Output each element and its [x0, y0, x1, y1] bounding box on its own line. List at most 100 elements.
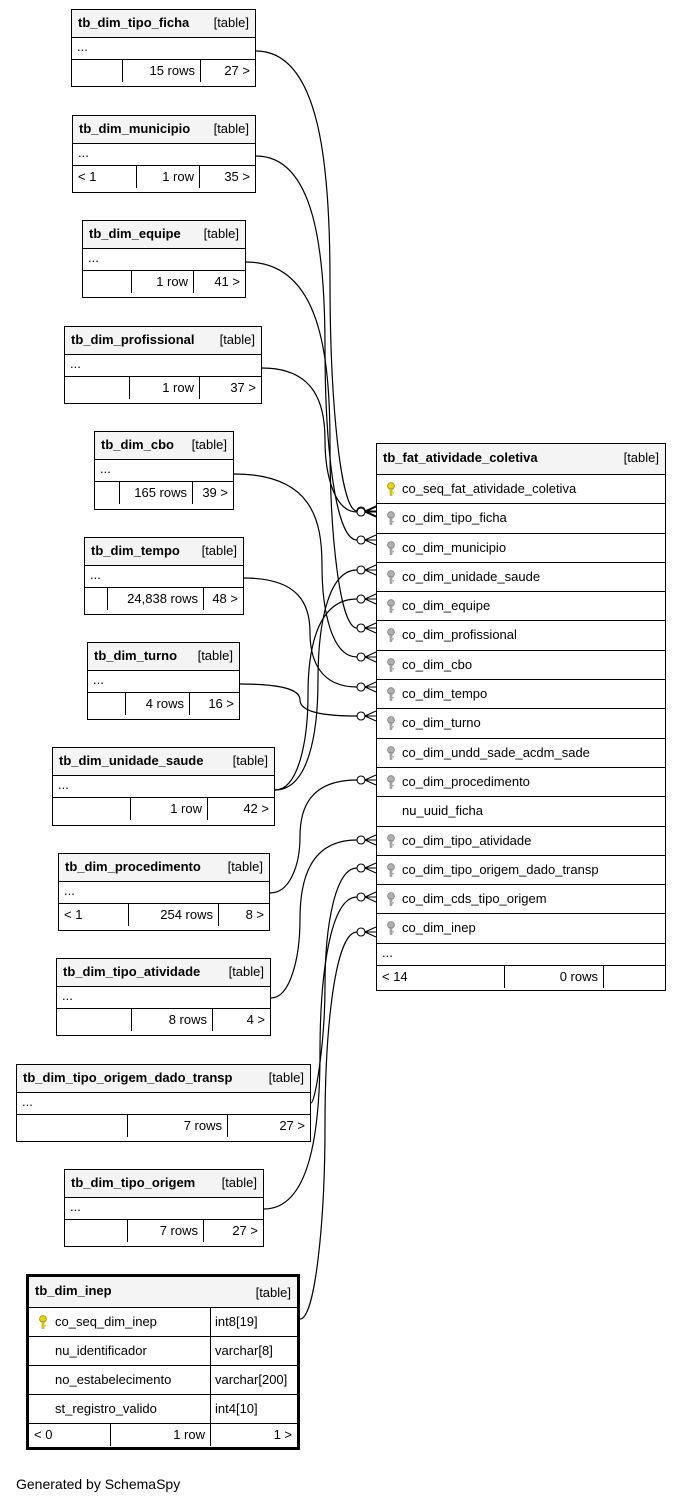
- column-row[interactable]: co_dim_turno: [377, 709, 665, 739]
- column-name: co_seq_fat_atividade_coletiva: [402, 481, 577, 496]
- table-tb-dim-tipo-origem[interactable]: tb_dim_tipo_origem[table] ... 7 rows 27 …: [64, 1169, 264, 1247]
- table-tag: [table]: [219, 332, 255, 347]
- table-tb-dim-municipio[interactable]: tb_dim_municipio[table] ... < 1 1 row 35…: [72, 115, 256, 193]
- crows-foot-marker: [364, 622, 377, 634]
- ellipsis-row: ...: [65, 1198, 263, 1220]
- generated-by-text: Generated by SchemaSpy: [16, 1476, 181, 1492]
- table-name: tb_dim_tipo_atividade: [63, 964, 201, 979]
- footer-children: 27 >: [232, 1223, 258, 1238]
- table-tag: [table]: [623, 450, 659, 465]
- column-row[interactable]: co_dim_cds_tipo_origem: [377, 885, 665, 915]
- footer-children: 27 >: [224, 63, 250, 78]
- ellipsis-row: ...: [65, 355, 261, 377]
- table-tb-dim-procedimento[interactable]: tb_dim_procedimento[table] ... < 1 254 r…: [58, 853, 270, 931]
- table-tb-dim-cbo[interactable]: tb_dim_cbo[table] ... 165 rows 39 >: [94, 431, 234, 510]
- table-tag: [table]: [228, 964, 264, 979]
- column-name: co_dim_tempo: [402, 686, 488, 702]
- primary-key-icon: [386, 482, 396, 500]
- table-tb-dim-inep[interactable]: tb_dim_inep[table] co_seq_dim_inep int8[…: [26, 1274, 300, 1450]
- footer-rows: 1 row: [111, 1424, 211, 1446]
- table-name: tb_dim_profissional: [71, 332, 195, 347]
- table-tb-fat-atividade-coletiva[interactable]: tb_fat_atividade_coletiva[table] co_seq_…: [376, 443, 666, 991]
- column-row[interactable]: co_seq_dim_inep int8[19]: [29, 1308, 297, 1337]
- column-row[interactable]: no_estabelecimento varchar[200]: [29, 1366, 297, 1395]
- column-type: varchar[8]: [210, 1337, 273, 1365]
- column-row[interactable]: co_dim_inep: [377, 914, 665, 944]
- footer-rows: 165 rows: [120, 482, 193, 504]
- table-tb-dim-unidade-saude[interactable]: tb_dim_unidade_saude[table] ... 1 row 42…: [52, 747, 275, 826]
- ellipsis-row: ...: [17, 1093, 310, 1115]
- optional-marker: [356, 535, 366, 545]
- table-header: tb_dim_tipo_origem_dado_transp[table]: [17, 1065, 310, 1093]
- table-header: tb_dim_tipo_atividade [table]: [57, 959, 270, 987]
- column-row[interactable]: st_registro_valido int4[10]: [29, 1395, 297, 1424]
- ellipsis-row: ...: [73, 144, 255, 166]
- column-row[interactable]: co_dim_tipo_origem_dado_transp: [377, 856, 665, 886]
- footer-children: 27 >: [279, 1118, 305, 1133]
- relationship-line: [263, 896, 358, 1210]
- table-footer: 4 rows 16 >: [88, 693, 239, 715]
- column-list: co_seq_fat_atividade_coletiva co_dim_tipo…: [377, 475, 665, 944]
- relationship-line: [310, 867, 358, 1104]
- table-footer: 1 row 41 >: [83, 271, 245, 293]
- column-name: co_dim_equipe: [402, 598, 491, 614]
- table-header: tb_dim_tipo_origem[table]: [65, 1170, 263, 1198]
- optional-marker: [356, 506, 366, 516]
- column-row[interactable]: co_dim_municipio: [377, 534, 665, 563]
- table-header: tb_fat_atividade_coletiva[table]: [377, 444, 665, 475]
- footer-children: 37 >: [230, 380, 256, 395]
- crows-foot-marker: [364, 891, 377, 903]
- crows-foot-marker: [364, 593, 377, 605]
- crows-foot-marker: [364, 564, 377, 576]
- column-row[interactable]: co_dim_cbo: [377, 651, 665, 681]
- column-row[interactable]: co_dim_unidade_saude: [377, 563, 665, 593]
- table-name: tb_dim_equipe: [89, 226, 181, 241]
- column-row[interactable]: co_dim_procedimento: [377, 768, 665, 798]
- column-name: nu_identificador: [55, 1343, 147, 1358]
- column-row[interactable]: co_dim_equipe: [377, 592, 665, 622]
- column-name: co_dim_tipo_ficha: [402, 510, 507, 526]
- column-row[interactable]: co_dim_tipo_atividade: [377, 827, 665, 856]
- footer-parents: [53, 798, 131, 820]
- crows-foot-marker: [364, 774, 377, 786]
- table-tb-dim-equipe[interactable]: tb_dim_equipe[table] ... 1 row 41 >: [82, 220, 246, 298]
- table-header: tb_dim_unidade_saude[table]: [53, 748, 274, 776]
- table-header: tb_dim_turno[table]: [88, 643, 239, 671]
- table-tb-dim-turno[interactable]: tb_dim_turno[table] ... 4 rows 16 >: [87, 642, 240, 720]
- table-header: tb_dim_municipio[table]: [73, 116, 255, 144]
- table-footer: 165 rows 39 >: [95, 482, 233, 504]
- crows-foot-marker: [364, 862, 377, 874]
- table-tb-dim-tipo-atividade[interactable]: tb_dim_tipo_atividade[table] ... 8 rows …: [56, 958, 271, 1036]
- column-row[interactable]: nu_uuid_ficha: [377, 797, 665, 827]
- table-tb-dim-tipo-origem-dado-transp[interactable]: tb_dim_tipo_origem_dado_transp[table] ..…: [16, 1064, 311, 1142]
- foreign-key-icon: [386, 833, 396, 852]
- column-row[interactable]: co_dim_undd_sade_acdm_sade: [377, 739, 665, 768]
- table-tag: [table]: [197, 648, 233, 663]
- column-name: co_dim_procedimento: [402, 773, 530, 789]
- table-name: tb_dim_tipo_origem_dado_transp: [23, 1070, 233, 1085]
- footer-parents: < 1: [73, 166, 137, 188]
- ellipsis-row: ...: [72, 38, 255, 60]
- footer-parents: < 1: [59, 904, 129, 926]
- column-row[interactable]: co_dim_tipo_ficha: [377, 504, 665, 534]
- column-row[interactable]: co_dim_profissional: [377, 621, 665, 651]
- foreign-key-icon: [386, 570, 396, 588]
- table-tb-dim-profissional[interactable]: tb_dim_profissional [table] ... 1 row 37 …: [64, 326, 262, 404]
- table-header: tb_dim_inep[table]: [29, 1277, 297, 1308]
- table-tb-dim-tempo[interactable]: tb_dim_tempo[table] ... 24,838 rows 48 >: [84, 537, 244, 615]
- column-row[interactable]: nu_identificador varchar[8]: [29, 1337, 297, 1366]
- relationship-line: [243, 577, 358, 688]
- table-tb-dim-tipo-ficha[interactable]: tb_dim_tipo_ficha[table] ... 15 rows 27 …: [71, 9, 256, 87]
- crows-foot-marker: [364, 505, 377, 517]
- optional-marker: [356, 775, 366, 785]
- column-row[interactable]: co_seq_fat_atividade_coletiva: [377, 475, 665, 505]
- foreign-key-icon: [386, 540, 396, 559]
- ellipsis-row: ...: [85, 566, 243, 588]
- table-footer: 1 row 37 >: [65, 377, 261, 399]
- footer-parents: [72, 60, 123, 82]
- optional-marker: [356, 863, 366, 873]
- column-row[interactable]: co_dim_tempo: [377, 680, 665, 710]
- table-tag: [table]: [191, 437, 227, 452]
- column-name: co_dim_tipo_atividade: [402, 832, 532, 848]
- relationship-line: [255, 50, 358, 512]
